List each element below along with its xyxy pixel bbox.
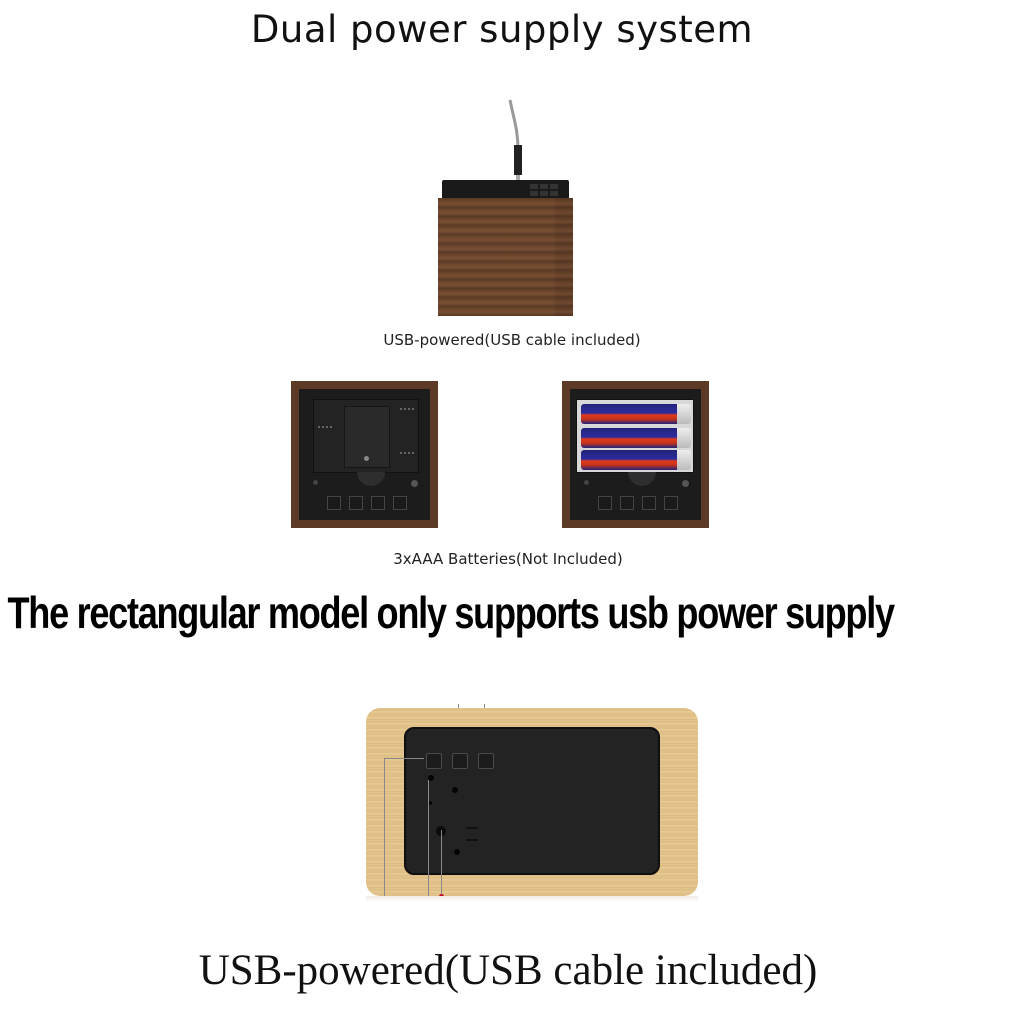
speaker-grille-icon [466,827,478,841]
aaa-battery-icon [581,404,691,424]
battery-bay [576,399,694,473]
walnut-wood-body [438,198,573,316]
aaa-battery-icon [581,428,691,448]
up-button-icon [452,753,468,769]
reflection [366,896,698,902]
usb-cable-icon [508,99,524,190]
rear-panel [404,727,660,875]
battery-caption: 3xAAA Batteries(Not Included) [393,550,623,568]
battery-compartment-empty-image [291,381,438,528]
cube-top-panel [442,180,569,200]
page-title: Dual power supply system [250,8,754,51]
down-button-icon [478,753,494,769]
set-button-icon [426,753,442,769]
battery-compartment-full-image [562,381,709,528]
rectangular-clock-image [366,708,698,896]
usb-caption: USB-powered(USB cable included) [383,331,641,349]
cube-clock-image [438,180,573,316]
rectangular-model-notice: The rectangular model only supports usb … [7,588,896,638]
battery-bay [313,399,419,473]
aaa-battery-icon [581,450,691,470]
rect-usb-caption: USB-powered(USB cable included) [198,947,818,994]
